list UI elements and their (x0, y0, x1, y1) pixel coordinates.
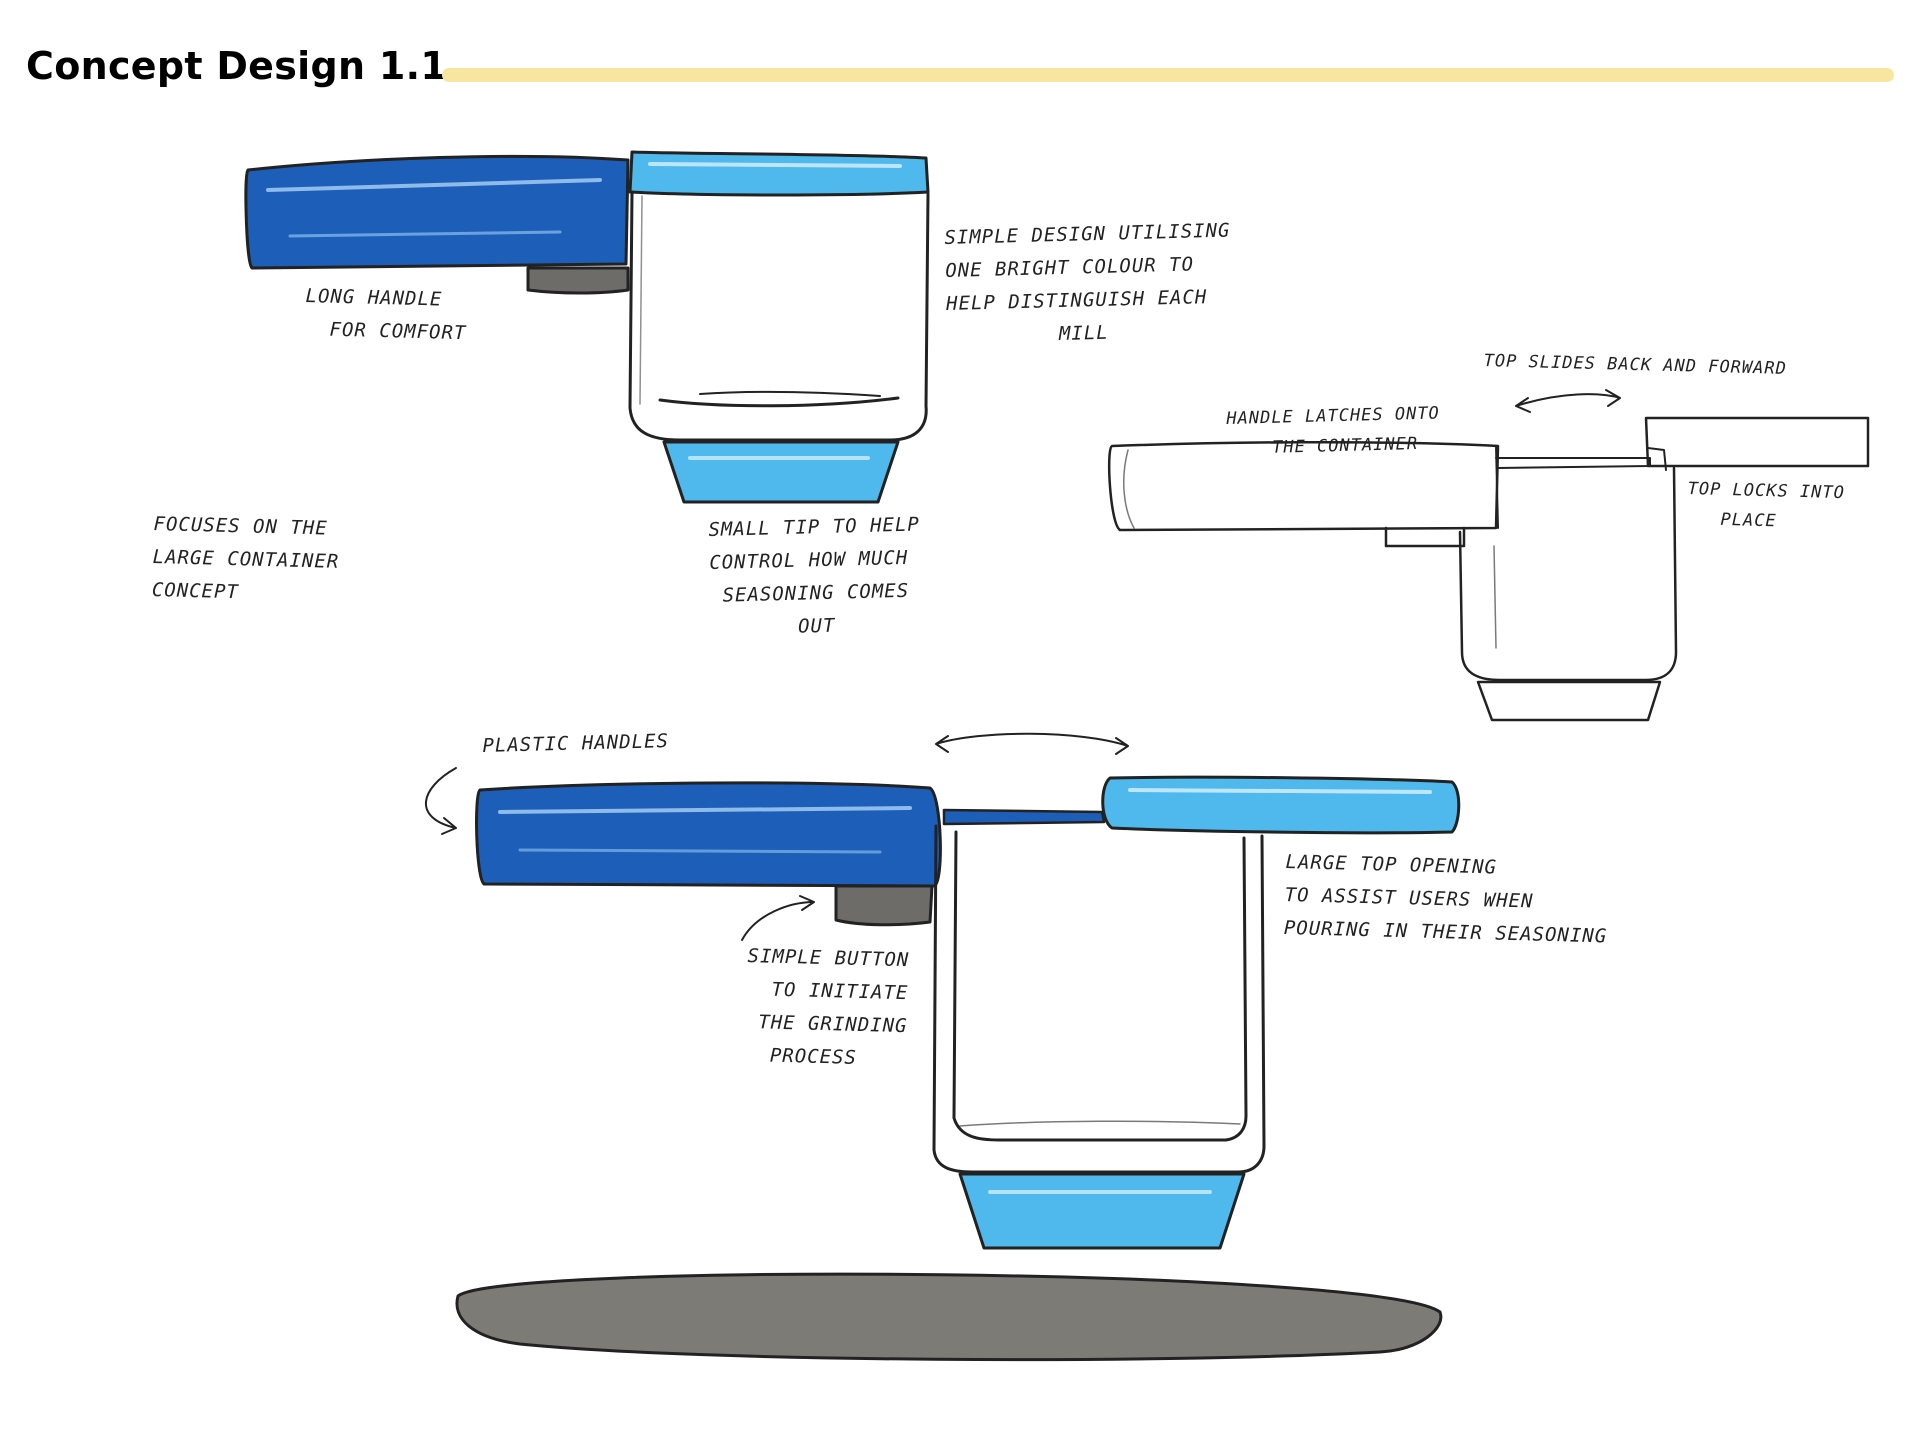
sketch-two-grinder (1107, 389, 1870, 722)
sketch-three-grinder (424, 732, 1461, 1362)
sketch-three-lid (1101, 775, 1461, 835)
sketch-two-slide-arrow (1515, 389, 1621, 413)
sketch-two-lid (1644, 416, 1870, 468)
title-underline-bar (442, 68, 1894, 82)
sketch-one-handle (244, 154, 630, 270)
note-simple-design: SIMPLE DESIGN UTILISING ONE BRIGHT COLOU… (944, 219, 1231, 348)
sketch-one-grinder (244, 150, 930, 504)
sketch-two-tip (1476, 680, 1662, 722)
note-plastic-handles: PLASTIC HANDLES (482, 730, 670, 757)
sketch-three-container (932, 824, 1266, 1174)
sketch-one-lid (628, 150, 930, 197)
note-focuses: FOCUSES ON THE LARGE CONTAINER CONCEPT (151, 512, 340, 604)
note-small-tip: SMALL TIP TO HELP CONTROL HOW MUCH SEASO… (708, 513, 921, 640)
sketch-three-slide-arrow (935, 732, 1129, 755)
sketch-two-handle (1107, 440, 1500, 532)
page-title: Concept Design 1.1 (26, 44, 448, 88)
simple-button-arrow (741, 895, 815, 941)
sketch-two-container (1458, 466, 1678, 682)
sketch-base-plinth (455, 1272, 1443, 1362)
sketch-three-tip (958, 1172, 1246, 1250)
note-handle-latches: HANDLE LATCHES ONTO THE CONTAINER (1226, 403, 1441, 459)
sketch-one-button (526, 266, 630, 295)
sketch-three-button (834, 884, 934, 927)
sketch-two-button (1384, 526, 1466, 548)
plastic-handles-arrow (424, 767, 457, 835)
note-long-handle: LONG HANDLE FOR COMFORT (304, 284, 467, 345)
note-large-top: LARGE TOP OPENING TO ASSIST USERS WHEN P… (1283, 850, 1608, 948)
sketch-one-tip (662, 440, 900, 504)
sketch-one-container (628, 190, 930, 442)
note-top-locks: TOP LOCKS INTO PLACE (1686, 478, 1846, 532)
note-simple-button: SIMPLE BUTTON TO INITIATE THE GRINDING P… (744, 944, 910, 1069)
sketch-three-handle (475, 781, 942, 888)
